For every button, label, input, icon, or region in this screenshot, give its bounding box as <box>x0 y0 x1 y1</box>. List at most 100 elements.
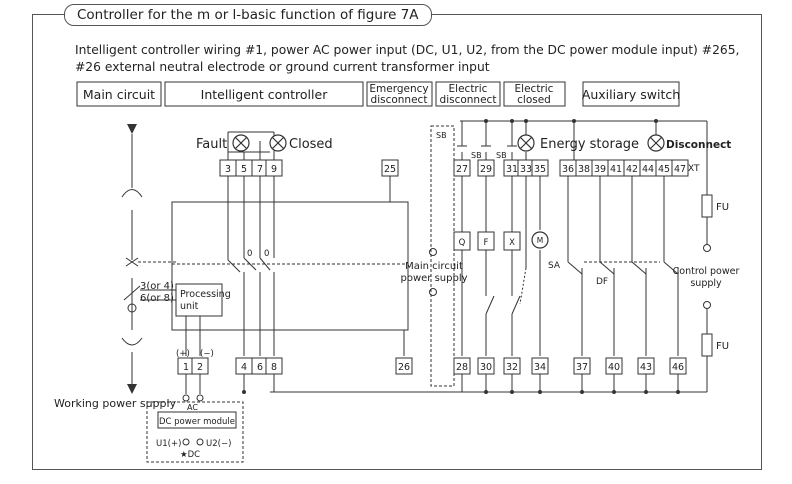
header-emergency-disconnect-box <box>366 81 433 107</box>
top-terminal-label: 29 <box>480 164 492 175</box>
top-terminal-label: 25 <box>384 164 396 175</box>
dc-label: ★DC <box>180 450 200 460</box>
sa-label: SA <box>548 261 561 271</box>
arrow-down-icon <box>127 384 137 394</box>
bottom-terminal-37 <box>573 357 591 375</box>
bottom-terminal-26 <box>395 357 413 375</box>
header-main-circuit-box <box>76 81 162 107</box>
header-electric-closed-line1: Electric <box>515 83 554 95</box>
top-terminal-label: 45 <box>658 164 670 175</box>
xt-label: XT <box>688 164 700 174</box>
top-terminal-label: 3 <box>225 164 231 175</box>
closed-label: Closed <box>289 137 333 152</box>
ac-label: AC <box>187 403 198 412</box>
coil-x-label: X <box>509 238 515 248</box>
zero-label: 0 <box>247 249 252 259</box>
coil-f <box>477 231 495 251</box>
bottom-terminal-label: 46 <box>672 362 684 373</box>
coil-q <box>453 231 471 251</box>
coil-q-label: Q <box>459 238 466 248</box>
top-terminal-label: 47 <box>674 164 686 175</box>
coil-x <box>503 231 521 251</box>
top-terminal-label: 41 <box>610 164 622 175</box>
header-intelligent-controller: Intelligent controller <box>201 87 329 102</box>
header-electric-closed-box <box>503 81 566 107</box>
fuse-top <box>701 194 713 218</box>
header-electric-disconnect-line2: disconnect <box>440 94 497 106</box>
top-terminal-47 <box>671 159 689 177</box>
header-main-circuit: Main circuit <box>83 87 155 102</box>
bottom-terminal-label: 1 <box>183 362 189 373</box>
top-terminal-label: 44 <box>642 164 654 175</box>
u2-label: U2(−) <box>206 439 231 449</box>
top-terminal-label: 33 <box>520 164 532 175</box>
poles-line2: 6(or 8) <box>140 293 174 304</box>
bottom-terminal-label: 30 <box>480 362 492 373</box>
dc-power-module-enclosure <box>146 401 244 463</box>
bottom-terminal-8 <box>265 357 283 375</box>
main-supply-line1: Main circuit <box>405 261 463 272</box>
fu-top-label: FU <box>716 202 729 213</box>
fu-bottom-label: FU <box>716 341 729 352</box>
control-supply-line1: Control power <box>673 266 740 277</box>
bottom-terminal-label: 40 <box>608 362 620 373</box>
working-supply-label: Working power supply <box>54 397 177 410</box>
fault-label: Fault <box>196 137 227 152</box>
top-terminal-35 <box>531 159 549 177</box>
dc-power-module-box <box>157 411 237 429</box>
bottom-terminal-label: 4 <box>241 362 247 373</box>
figure-description: Intelligent controller wiring #1, power … <box>75 43 740 74</box>
bottom-terminal-label: 37 <box>576 362 588 373</box>
bottom-terminal-label: 2 <box>197 362 203 373</box>
bottom-terminal-label: 28 <box>456 362 468 373</box>
top-terminal-label: 31 <box>506 164 518 175</box>
sb-label: SB <box>436 131 447 140</box>
header-emergency-line2: disconnect <box>371 94 428 106</box>
top-terminal-29 <box>477 159 495 177</box>
header-auxiliary-switch-box <box>582 81 680 107</box>
bottom-terminal-label: 34 <box>534 362 546 373</box>
energy-storage-label: Energy storage <box>540 137 639 152</box>
top-terminal-label: 38 <box>578 164 590 175</box>
motor-icon <box>531 231 549 249</box>
top-terminal-label: 27 <box>456 164 468 175</box>
plus-label: (+) <box>176 349 190 359</box>
bottom-terminal-28 <box>453 357 471 375</box>
top-terminal-label: 7 <box>257 164 263 175</box>
top-terminal-label: 5 <box>241 164 247 175</box>
bottom-terminal-2 <box>191 357 209 375</box>
intelligent-controller-box <box>171 201 409 331</box>
header-intelligent-controller-box <box>164 81 364 107</box>
bottom-terminal-46 <box>669 357 687 375</box>
zero-label: 0 <box>264 249 269 259</box>
motor-label: M <box>537 236 543 245</box>
minus-label: (−) <box>200 349 214 359</box>
top-terminal-label: 9 <box>271 164 277 175</box>
coil-f-label: F <box>484 238 489 248</box>
header-electric-disconnect-line1: Electric <box>449 83 488 95</box>
bottom-terminal-32 <box>503 357 521 375</box>
main-contact-arc <box>121 189 143 198</box>
figure-title: Controller for the m or l-basic function… <box>64 4 432 26</box>
bottom-terminal-label: 43 <box>640 362 652 373</box>
processing-unit-line1: Processing <box>180 289 231 300</box>
main-supply-line2: power supply <box>400 273 467 284</box>
bottom-terminal-label: 6 <box>257 362 263 373</box>
header-auxiliary-switch: Auxiliary switch <box>582 87 680 102</box>
bottom-terminal-30 <box>477 357 495 375</box>
arrow-down-icon <box>127 124 137 134</box>
bottom-terminal-label: 8 <box>271 362 277 373</box>
header-electric-closed-line2: closed <box>517 94 551 106</box>
bottom-terminal-label: 26 <box>398 362 410 373</box>
control-supply-line2: supply <box>690 278 722 289</box>
top-terminal-9 <box>265 159 283 177</box>
bottom-terminal-label: 32 <box>506 362 518 373</box>
dc-module-label: DC power module <box>159 417 235 427</box>
processing-unit-line2: unit <box>180 301 199 312</box>
sb-label: SB <box>496 151 507 160</box>
df-label: DF <box>596 277 608 287</box>
top-terminal-label: 35 <box>534 164 546 175</box>
